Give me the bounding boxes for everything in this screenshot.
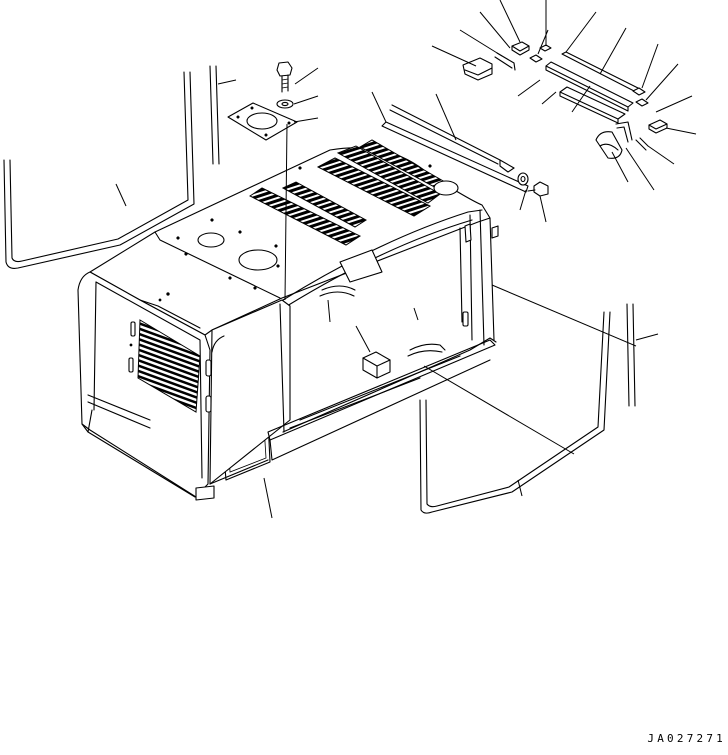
small-washer-right <box>518 173 528 185</box>
block-right <box>649 120 667 133</box>
projection-lines <box>285 124 636 454</box>
top-vent-mid <box>283 182 366 227</box>
top-hole-small <box>198 233 224 247</box>
leader-lines <box>116 0 696 518</box>
small-bolt-right <box>528 182 548 196</box>
long-seal-bar-lower <box>560 87 625 123</box>
right-strip-seal <box>627 304 635 406</box>
drawing-number: JA027271 <box>647 732 726 745</box>
top-vent-rear-1 <box>318 158 430 216</box>
block-upper-mid <box>512 42 529 55</box>
top-vent-front <box>250 188 360 245</box>
inner-handle <box>322 286 355 290</box>
washer <box>277 100 293 108</box>
small-pad-4 <box>636 99 648 106</box>
small-clip-right <box>636 138 648 150</box>
left-u-seal <box>4 72 194 268</box>
small-pad-2 <box>540 45 551 51</box>
bolt <box>277 62 292 92</box>
small-pad-3 <box>633 88 645 95</box>
top-hole-large <box>239 250 277 270</box>
angle-clip-right <box>616 122 632 142</box>
junction-box <box>363 352 390 378</box>
rubber-block-upper <box>463 58 492 80</box>
top-hole-rear <box>434 181 458 195</box>
engine-hood <box>78 140 498 500</box>
left-strip-seal <box>210 66 219 164</box>
top-rail-strip <box>382 105 528 192</box>
front-grille <box>138 320 200 412</box>
right-u-seal <box>420 312 610 513</box>
rubber-cap-large <box>596 132 622 159</box>
clip-upper-left <box>495 53 515 70</box>
small-pad-1 <box>530 55 542 62</box>
